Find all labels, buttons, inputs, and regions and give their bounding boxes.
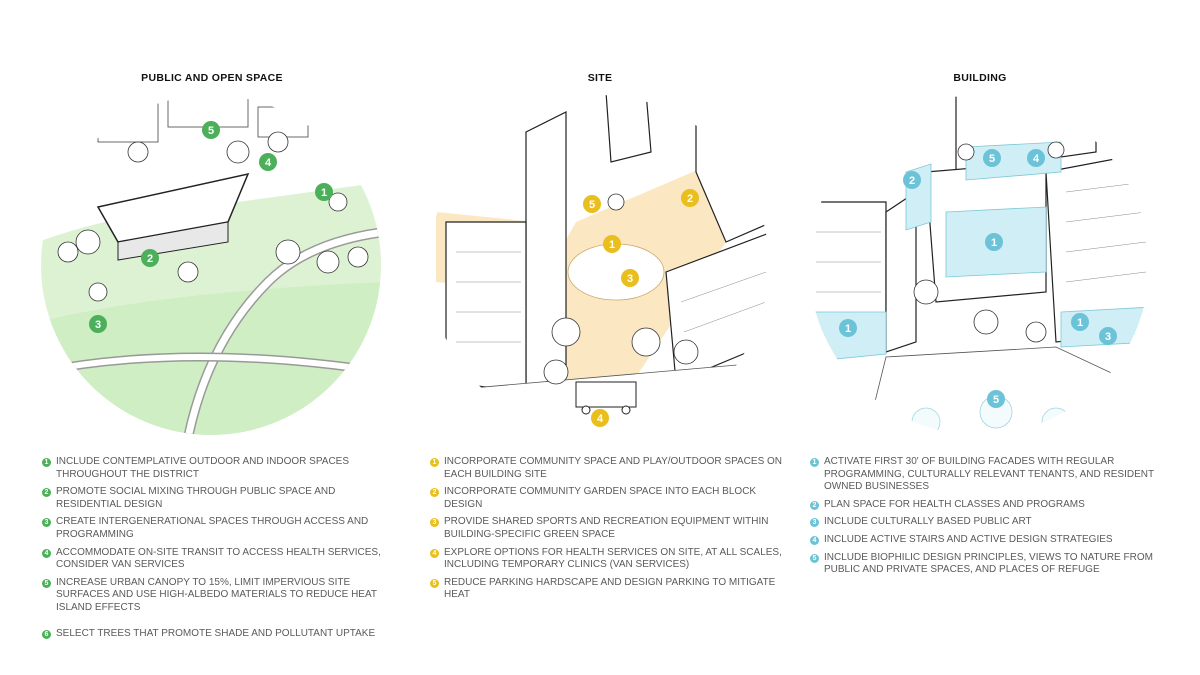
list-item: 1 ACTIVATE FIRST 30' OF BUILDING FACADES …: [810, 456, 1170, 494]
marker-1a: 1: [991, 237, 997, 249]
site-list: 1 INCORPORATE COMMUNITY SPACE AND PLAY/OU…: [430, 456, 790, 607]
number-badge: 2: [810, 500, 819, 510]
marker-5b: 5: [993, 394, 999, 406]
number-badge: 3: [430, 518, 439, 528]
number-badge: 4: [42, 548, 51, 558]
number-badge: 3: [42, 518, 51, 528]
item-text: CREATE INTERGENERATIONAL SPACES THROUGH …: [56, 516, 369, 540]
marker-1c: 1: [1077, 317, 1083, 329]
item-text: SELECT TREES THAT PROMOTE SHADE AND POLL…: [56, 627, 376, 639]
marker-5: 5: [589, 199, 595, 211]
item-text: INCLUDE BIOPHILIC DESIGN PRINCIPLES, VIE…: [824, 551, 1153, 576]
number-badge: 4: [430, 548, 439, 558]
list-item: 2 INCORPORATE COMMUNITY GARDEN SPACE INTO…: [430, 486, 790, 511]
building-illustration: 1 1 1 2 3 4 5 5: [806, 92, 1152, 438]
number-badge: 6: [42, 629, 51, 639]
item-text: INCLUDE ACTIVE STAIRS AND ACTIVE DESIGN …: [824, 533, 1113, 545]
list-item: 3 INCLUDE CULTURALLY BASED PUBLIC ART: [810, 516, 1170, 529]
marker-1: 1: [609, 239, 615, 251]
item-text: PROMOTE SOCIAL MIXING THROUGH PUBLIC SPA…: [56, 486, 336, 510]
marker-1b: 1: [845, 323, 851, 335]
item-text: REDUCE PARKING HARDSCAPE AND DESIGN PARK…: [444, 576, 776, 601]
marker-4: 4: [597, 413, 604, 425]
number-badge: 5: [810, 553, 819, 563]
marker-1: 1: [321, 187, 327, 199]
marker-3: 3: [95, 319, 101, 331]
site-illustration: 1 2 3 4 5: [426, 92, 772, 438]
item-text: INCORPORATE COMMUNITY SPACE AND PLAY/OUT…: [444, 456, 783, 480]
item-text: PROVIDE SHARED SPORTS AND RECREATION EQU…: [444, 516, 769, 540]
building-title: BUILDING: [953, 72, 1007, 84]
list-item: 4 ACCOMMODATE ON-SITE TRANSIT TO ACCESS H…: [42, 547, 402, 572]
list-item: 3 CREATE INTERGENERATIONAL SPACES THROUGH…: [42, 516, 402, 541]
marker-5a: 5: [989, 153, 995, 165]
number-badge: 1: [430, 458, 439, 467]
item-text: INCORPORATE COMMUNITY GARDEN SPACE INTO …: [444, 486, 757, 510]
item-text: ACTIVATE FIRST 30' OF BUILDING FACADES W…: [824, 456, 1154, 493]
marker-5: 5: [208, 125, 214, 137]
item-text: INCREASE URBAN CANOPY TO 15%, LIMIT IMPE…: [56, 576, 377, 613]
list-item: 1 INCORPORATE COMMUNITY SPACE AND PLAY/OU…: [430, 456, 790, 481]
marker-2: 2: [147, 253, 153, 265]
building-column: BUILDING: [790, 0, 1170, 675]
marker-4: 4: [1033, 153, 1040, 165]
marker-2: 2: [909, 175, 915, 187]
item-text: INCLUDE CULTURALLY BASED PUBLIC ART: [824, 516, 1032, 528]
list-item: 5 INCREASE URBAN CANOPY TO 15%, LIMIT IMP…: [42, 577, 402, 615]
list-item: 6 SELECT TREES THAT PROMOTE SHADE AND POL…: [42, 628, 402, 641]
number-badge: 2: [430, 488, 439, 498]
marker-4: 4: [265, 157, 272, 169]
public-open-space-title: PUBLIC AND OPEN SPACE: [141, 72, 283, 84]
site-column: SITE: [410, 0, 790, 675]
list-item: 4 EXPLORE OPTIONS FOR HEALTH SERVICES ON …: [430, 547, 790, 572]
list-item: 5 REDUCE PARKING HARDSCAPE AND DESIGN PAR…: [430, 577, 790, 602]
item-text: INCLUDE CONTEMPLATIVE OUTDOOR AND INDOOR…: [56, 456, 350, 480]
item-text: ACCOMMODATE ON-SITE TRANSIT TO ACCESS HE…: [56, 546, 381, 571]
marker-2: 2: [687, 193, 693, 205]
building-list: 1 ACTIVATE FIRST 30' OF BUILDING FACADES …: [810, 456, 1170, 582]
number-badge: 2: [42, 488, 51, 498]
number-badge: 4: [810, 535, 819, 545]
list-item: 2 PLAN SPACE FOR HEALTH CLASSES AND PROGR…: [810, 499, 1170, 512]
site-title: SITE: [587, 72, 613, 84]
public-open-space-list: 1 INCLUDE CONTEMPLATIVE OUTDOOR AND INDOO…: [42, 456, 402, 645]
public-open-space-column: PUBLIC AND OPEN SPACE: [22, 0, 402, 675]
list-item: 1 INCLUDE CONTEMPLATIVE OUTDOOR AND INDOO…: [42, 456, 402, 481]
item-text: EXPLORE OPTIONS FOR HEALTH SERVICES ON S…: [444, 546, 782, 571]
number-badge: 1: [42, 458, 51, 467]
item-text: PLAN SPACE FOR HEALTH CLASSES AND PROGRA…: [824, 498, 1085, 510]
number-badge: 3: [810, 518, 819, 528]
list-item: 3 PROVIDE SHARED SPORTS AND RECREATION EQ…: [430, 516, 790, 541]
number-badge: 5: [42, 578, 51, 588]
marker-3: 3: [627, 273, 633, 285]
list-item: 2 PROMOTE SOCIAL MIXING THROUGH PUBLIC SP…: [42, 486, 402, 511]
marker-3: 3: [1105, 331, 1111, 343]
list-item: 4 INCLUDE ACTIVE STAIRS AND ACTIVE DESIGN…: [810, 534, 1170, 547]
list-item: 5 INCLUDE BIOPHILIC DESIGN PRINCIPLES, VI…: [810, 552, 1170, 577]
number-badge: 1: [810, 458, 819, 467]
public-open-space-illustration: 1 2 3 4 5: [38, 92, 384, 438]
number-badge: 5: [430, 578, 439, 588]
